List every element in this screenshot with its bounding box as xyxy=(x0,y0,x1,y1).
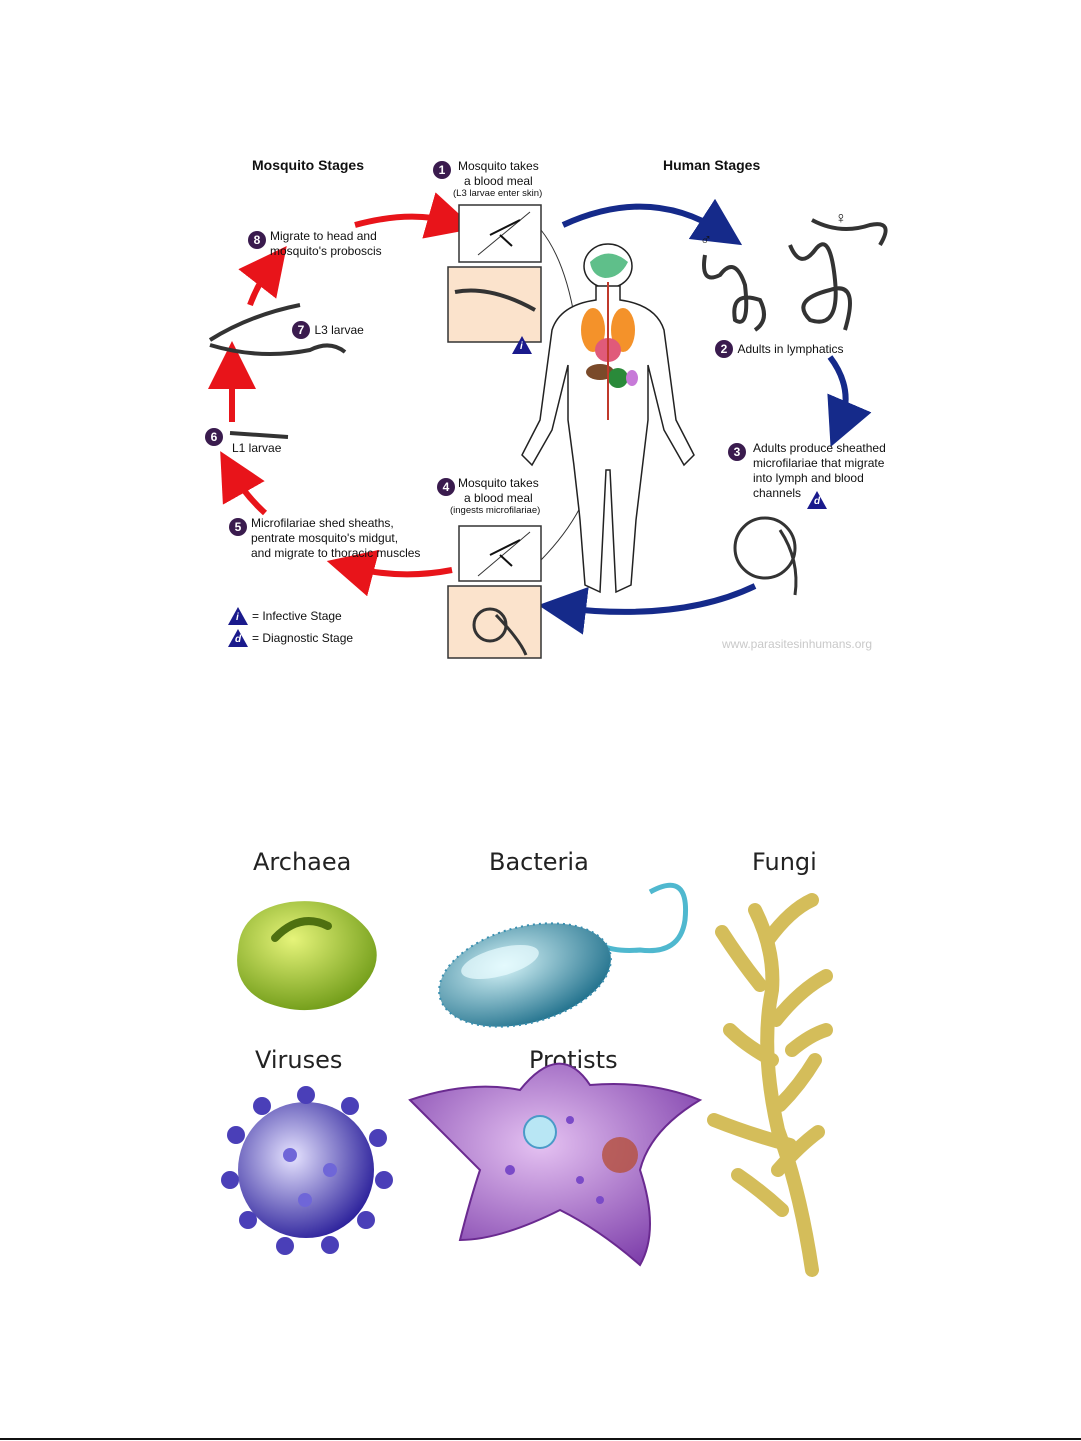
step-number: 5 xyxy=(229,518,247,536)
diagnostic-stage-icon: d xyxy=(807,491,827,509)
lifecycle-arrows xyxy=(208,192,888,659)
arrow-8-to-1 xyxy=(354,192,476,239)
infective-triangle-icon: i xyxy=(228,607,248,625)
step-text: Mosquito takes xyxy=(458,476,539,490)
archaea-label: Archaea xyxy=(253,848,352,876)
mosquito-stages-header: Mosquito Stages xyxy=(252,157,365,173)
step-number: 4 xyxy=(437,478,455,496)
step-text: L3 larvae xyxy=(314,323,364,338)
step-line: Adults produce sheathed xyxy=(753,441,886,455)
lifecycle-diagram: Mosquito Stages Human Stages xyxy=(0,0,1081,659)
bacteria-label: Bacteria xyxy=(489,848,589,876)
step-number: 1 xyxy=(433,161,451,179)
fungi-hyphae xyxy=(707,893,833,1277)
legend-diagnostic: d = Diagnostic Stage xyxy=(228,629,353,647)
arrow-2-to-3 xyxy=(827,355,872,448)
female-symbol: ♀ xyxy=(835,210,847,227)
infective-stage-icon: i xyxy=(512,336,532,354)
step-line: Microfilariae shed sheaths, xyxy=(251,516,394,530)
archaea-cell xyxy=(237,901,377,1011)
human-body xyxy=(521,243,695,594)
step-note: (ingests microfilariae) xyxy=(450,505,541,516)
legend: i = Infective Stage d = Diagnostic Stage xyxy=(228,607,353,647)
arrow-1-to-2 xyxy=(561,198,743,246)
step-note: (L3 larvae enter skin) xyxy=(453,188,543,199)
arrow-7-to-8 xyxy=(238,246,287,307)
step-text: a blood meal xyxy=(464,491,533,505)
male-symbol: ♂ xyxy=(700,232,712,249)
step-7: 7 L3 larvae xyxy=(292,321,364,339)
bacteria-cell xyxy=(438,882,689,1028)
legend-infective: i = Infective Stage xyxy=(228,607,353,625)
step-line: microfilariae that migrate xyxy=(753,456,885,470)
step-6-number: 6 xyxy=(205,428,223,446)
step-text: Mosquito takes xyxy=(458,159,539,173)
microfilaria xyxy=(733,516,798,596)
step-number: 7 xyxy=(292,321,310,339)
l1-larva xyxy=(229,431,289,439)
step-line: pentrate mosquito's midgut, xyxy=(251,531,399,545)
arrow-5-to-6 xyxy=(220,451,268,516)
step-line: channels xyxy=(753,486,802,500)
viruses-label: Viruses xyxy=(255,1046,343,1074)
step-text: a blood meal xyxy=(464,174,533,188)
step-number: 8 xyxy=(248,231,266,249)
arrow-4-to-5 xyxy=(326,549,453,597)
step-line: and migrate to thoracic muscles xyxy=(251,546,421,560)
step-2: 2 Adults in lymphatics xyxy=(715,340,844,358)
virus-particle xyxy=(221,1086,393,1255)
protist-cell xyxy=(408,1062,703,1267)
arrow-3-to-4 xyxy=(538,583,757,635)
l3-larva xyxy=(208,303,347,356)
step-6-text: L1 larvae xyxy=(232,441,282,455)
step-text: Adults in lymphatics xyxy=(737,342,844,357)
step-line: mosquito's proboscis xyxy=(270,244,382,258)
adult-worms xyxy=(702,218,888,332)
watermark: www.parasitesinhumans.org xyxy=(722,637,873,651)
fungi-label: Fungi xyxy=(752,848,817,876)
step-number: 3 xyxy=(728,443,746,461)
step-line: Migrate to head and xyxy=(270,229,377,243)
human-stages-header: Human Stages xyxy=(663,157,761,173)
step-number: 2 xyxy=(715,340,733,358)
step-line: into lymph and blood xyxy=(753,471,864,485)
diagnostic-triangle-icon: d xyxy=(228,629,248,647)
page-bottom-rule xyxy=(0,1438,1081,1440)
microbe-drawings xyxy=(221,882,833,1277)
